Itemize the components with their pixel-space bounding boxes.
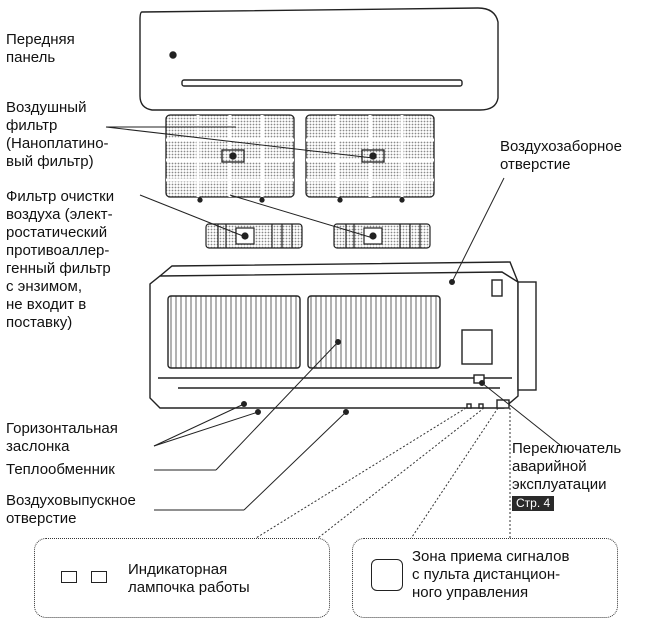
label-purify-filter: Фильтр очистки воздуха (элект- ростатиче…	[6, 188, 114, 332]
label-air-outlet: Воздуховыпускное отверстие	[6, 492, 136, 528]
signal-receiver	[371, 559, 403, 591]
indicator-lamp-2	[91, 571, 107, 583]
label-heat-exchanger: Теплообменник	[6, 461, 115, 479]
purify-filter-left	[206, 224, 302, 248]
air-filter-left	[166, 115, 294, 202]
label-air-intake: Воздухозаборное отверстие	[500, 138, 622, 174]
front-panel	[140, 8, 498, 110]
label-air-filter: Воздушный фильтр (Наноплатино- вый фильт…	[6, 99, 109, 171]
air-filter-right	[306, 115, 434, 202]
page-reference-badge: Стр. 4	[512, 496, 554, 511]
label-signal-zone: Зона приема сигналов с пульта дистанцион…	[412, 548, 569, 602]
label-louver: Горизонтальная заслонка	[6, 420, 118, 456]
label-front-panel: Передняя панель	[6, 31, 75, 67]
indoor-unit	[150, 262, 536, 408]
callout-lines	[256, 408, 510, 540]
indicator-lamp-1	[61, 571, 77, 583]
label-emergency-switch: Переключатель аварийной эксплуатации	[512, 440, 621, 494]
purify-filter-right	[334, 224, 430, 248]
label-indicator: Индикаторная лампочка работы	[128, 561, 250, 597]
